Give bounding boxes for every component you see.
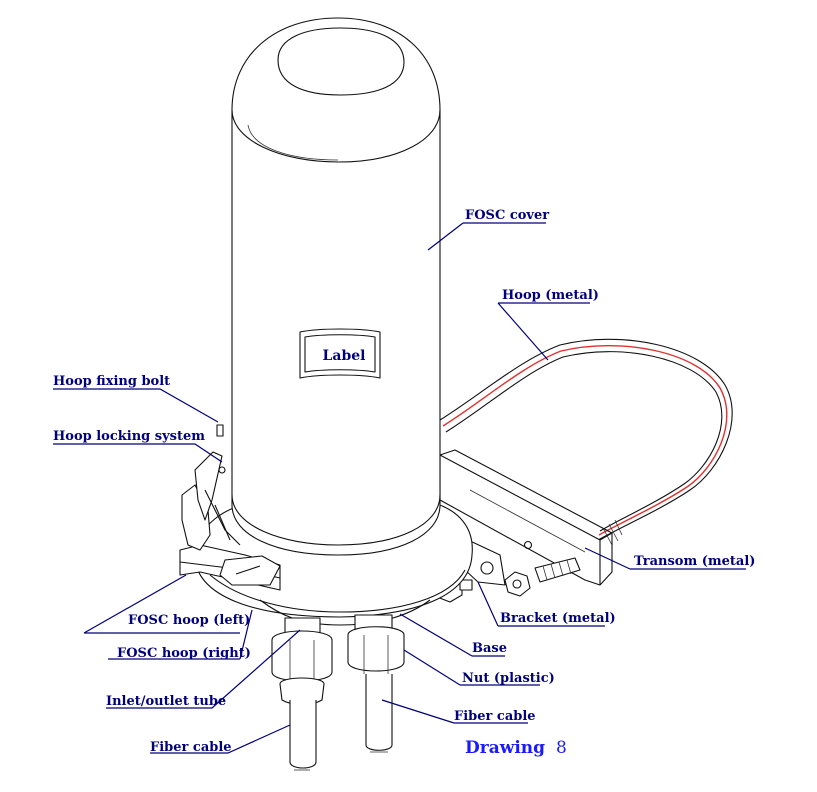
- callout-fiber-cable-right: Fiber cable: [454, 709, 536, 724]
- callout-hoop-fixing-bolt: Hoop fixing bolt: [53, 374, 170, 389]
- fosc-cover-part: [231, 17, 441, 556]
- label-plate: Label: [299, 328, 381, 379]
- callout-fiber-cable-left: Fiber cable: [150, 740, 232, 755]
- label-plate-text: Label: [323, 348, 366, 364]
- callout-hoop-locking-system: Hoop locking system: [53, 429, 205, 444]
- callout-inlet-outlet-tube: Inlet/outlet tube: [106, 694, 226, 709]
- callout-nut-plastic: Nut (plastic): [462, 671, 555, 686]
- nut-right: [347, 626, 405, 672]
- callout-hoop-metal: Hoop (metal): [502, 288, 599, 303]
- fosc-hoop-part: [179, 424, 281, 591]
- hoop-metal-part: [439, 338, 733, 546]
- callout-base: Base: [472, 641, 507, 656]
- callout-bracket-metal: Bracket (metal): [500, 611, 616, 626]
- drawing-caption-text: Drawing: [465, 738, 545, 758]
- bracket-part: [436, 539, 581, 603]
- fiber-cable-right-part: [365, 674, 393, 751]
- callout-fosc-hoop-right: FOSC hoop (right): [117, 646, 251, 661]
- leader-lines: [53, 222, 746, 754]
- hoop-fixing-bolt-icon: [216, 424, 224, 437]
- nut-left: [271, 630, 333, 682]
- hoop-red-accent: [442, 345, 728, 536]
- callout-labels: FOSC cover Hoop (metal) Hoop fixing bolt…: [53, 208, 755, 755]
- drawing-number: 8: [556, 738, 567, 758]
- drawing-caption: Drawing 8: [465, 738, 567, 758]
- callout-fosc-hoop-left: FOSC hoop (left): [128, 613, 250, 628]
- fiber-cable-left-part: [289, 700, 317, 769]
- callout-fosc-cover: FOSC cover: [465, 208, 549, 223]
- inlet-outlet-tubes: [271, 614, 405, 771]
- callout-transom-metal: Transom (metal): [634, 554, 755, 569]
